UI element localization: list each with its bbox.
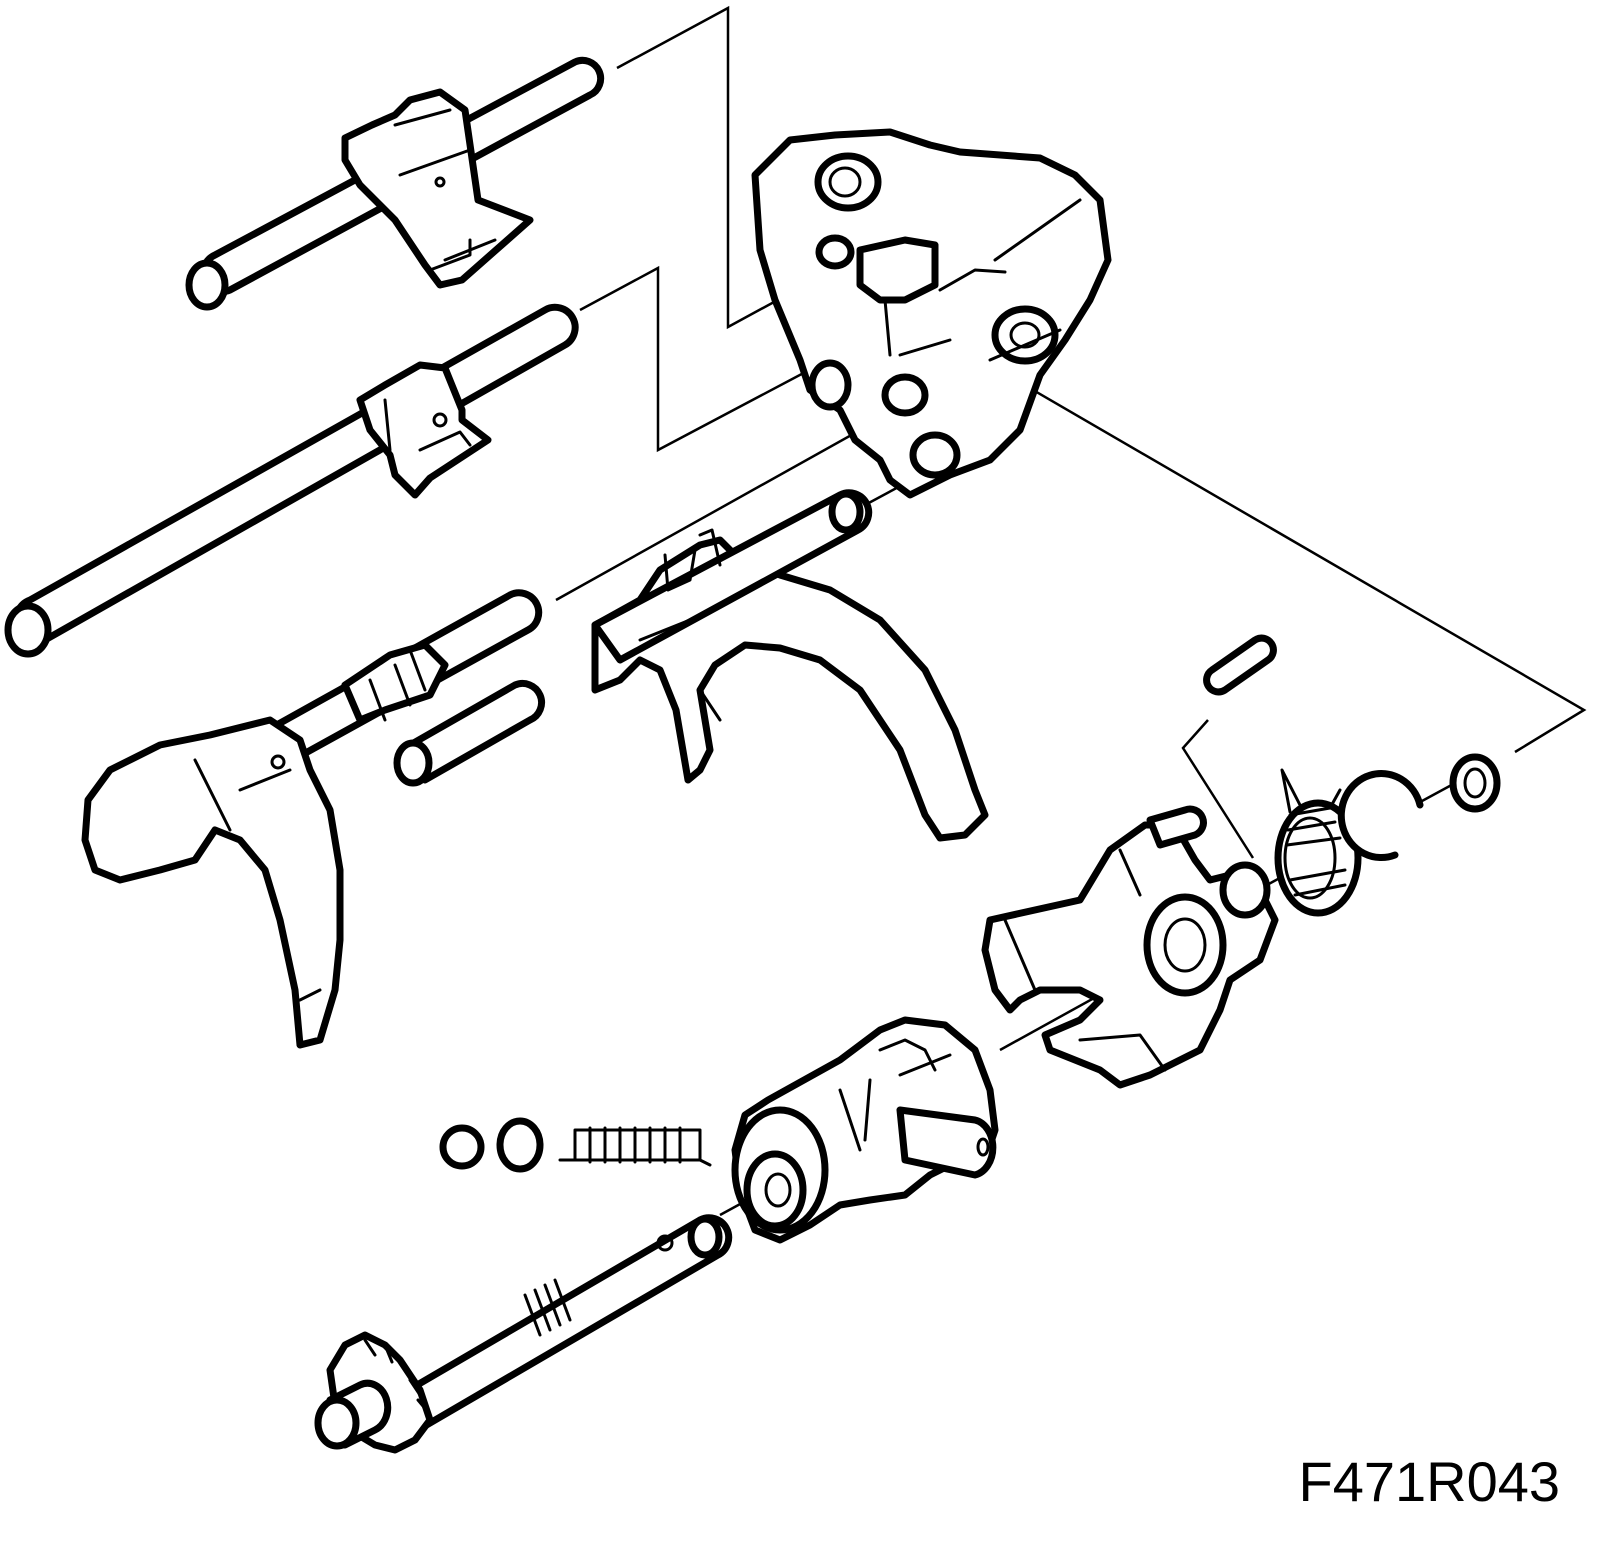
middle-rail-end: [4, 602, 52, 658]
short-rail-rod: [406, 679, 546, 784]
detent-spring-coil: [558, 1126, 712, 1167]
upper-rail-guide: [341, 88, 534, 289]
leader-middle-rail: [579, 265, 867, 453]
housing-edges: [883, 198, 1082, 362]
bracket-body: [981, 821, 1279, 1089]
shaft-stub-end: [314, 1396, 360, 1450]
fork-right-shaft-end: [828, 490, 864, 534]
bracket-edges: [1003, 848, 1167, 1072]
leader-housing-to-circlip: [989, 363, 1587, 754]
selector-shaft: [314, 1214, 733, 1454]
fork-right-arm: [591, 536, 989, 842]
bracket-hub-bore: [1163, 917, 1207, 973]
bracket-pin-boss: [1219, 861, 1271, 919]
housing-bore-3: [881, 373, 929, 417]
circlip-small-ring: [1449, 753, 1501, 813]
finger-detail: [838, 1038, 952, 1152]
middle-guide-detail: [383, 398, 472, 452]
housing-boss-top-hole: [828, 166, 862, 198]
housing-boss-right-hole: [1009, 321, 1041, 349]
spring-coil-lines: [1285, 806, 1347, 897]
roll-pin-body: [1203, 634, 1277, 696]
housing-lever: [856, 236, 939, 304]
short-rail-end: [393, 739, 433, 787]
fork-left-collar-teeth: [368, 648, 427, 722]
bracket-stub: [1146, 805, 1207, 849]
circlip-small-inner: [1463, 767, 1487, 799]
detent-ball: [439, 1124, 485, 1170]
upper-guide-hole: [434, 176, 446, 188]
finger-boss-hole: [976, 1137, 990, 1157]
upper-guide-detail: [393, 108, 497, 272]
selector-bracket: [981, 805, 1279, 1089]
housing-boss-top: [814, 152, 882, 212]
middle-guide-hole: [432, 412, 448, 428]
housing-bore-2: [808, 359, 852, 411]
finger-collar-inner: [743, 1150, 807, 1230]
housing-bore-4: [909, 431, 961, 479]
housing-boss-right: [991, 305, 1059, 365]
fork-right-notch: [663, 528, 722, 592]
detent-ball-body: [439, 1124, 485, 1170]
circlip-large-ring: [1337, 770, 1424, 862]
circlip-small: [1449, 753, 1501, 813]
bracket-hub: [1143, 893, 1227, 997]
middle-rail-guide: [356, 361, 492, 499]
selector-finger: [731, 1016, 999, 1244]
upper-shift-rail: [185, 56, 605, 311]
housing-bore-1: [815, 234, 855, 270]
leader-fork-shaft: [555, 403, 906, 602]
shaft-cross-hole: [656, 1234, 674, 1252]
shaft-gear-teeth: [363, 1338, 430, 1414]
detent-spring: [558, 1126, 712, 1167]
torsion-spring: [1274, 768, 1362, 917]
shaft-grooves: [523, 1278, 572, 1337]
finger-boss: [896, 1106, 997, 1179]
spring-coil-inner: [1283, 816, 1337, 900]
leader-roll-pin: [1181, 719, 1255, 859]
detent-washer-ring: [496, 1117, 544, 1173]
finger-bore: [764, 1172, 792, 1208]
middle-shift-rail: [4, 303, 579, 658]
fork-left-arm: [81, 716, 344, 1049]
fork-left-collar: [341, 641, 449, 724]
roll-pin: [1203, 634, 1277, 696]
middle-rail-rod: [12, 303, 579, 645]
shift-fork-right: [591, 489, 989, 842]
fork-left-arm-detail: [193, 758, 322, 1002]
shaft-rod: [396, 1214, 733, 1434]
circlip-large: [1337, 770, 1424, 862]
detent-washer: [496, 1117, 544, 1173]
short-shift-rail: [393, 679, 546, 787]
spring-tangs: [1280, 768, 1342, 814]
fork-right-rib: [638, 618, 722, 722]
figure-code: F471R043: [1298, 1450, 1560, 1513]
upper-rail-end: [185, 259, 229, 311]
fork-left-hole: [270, 754, 286, 770]
selector-housing: [751, 128, 1112, 499]
shaft-tip: [687, 1215, 723, 1259]
shift-fork-left: [81, 589, 543, 1049]
